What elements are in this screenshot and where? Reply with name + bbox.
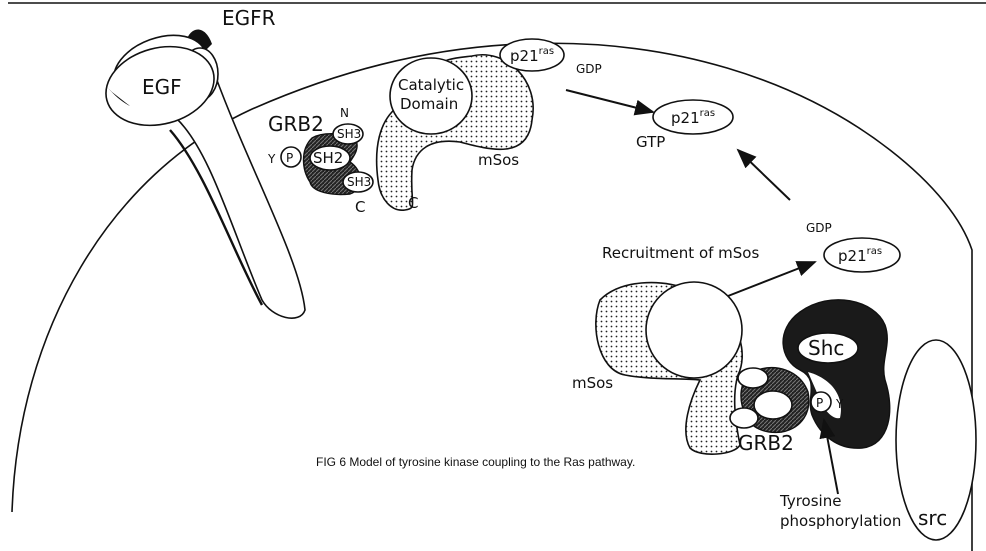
- arrow-gdp-exchange: [738, 150, 790, 200]
- grb2-bottom-sh3-bottom: [730, 408, 758, 428]
- c-terminus-label-2: C: [408, 194, 418, 212]
- n-terminus-label: N: [340, 106, 349, 120]
- egf-label: EGF: [142, 75, 182, 99]
- gdp-right-label: GDP: [806, 221, 832, 235]
- grb2-bottom-sh2: [754, 391, 792, 419]
- shc-label: Shc: [808, 336, 844, 360]
- arrow-gdp-to-gtp: [566, 90, 653, 112]
- tyrosine-phosphorylation-line2: phosphorylation: [780, 512, 901, 530]
- sh3-bottom-label: SH3: [347, 175, 371, 189]
- gdp-top-label: GDP: [576, 62, 602, 76]
- c-terminus-label-1: C: [355, 198, 365, 216]
- grb2-top-label: GRB2: [268, 112, 324, 136]
- tyrosine-bottom-label: Y: [835, 397, 844, 411]
- figure-caption: FIG 6 Model of tyrosine kinase coupling …: [316, 455, 635, 469]
- recruitment-label: Recruitment of mSos: [602, 244, 759, 262]
- msos-top-label: mSos: [478, 151, 519, 169]
- sh3-top-label: SH3: [337, 127, 361, 141]
- shc-body: [783, 300, 890, 448]
- arrow-recruitment: [728, 262, 815, 296]
- msos-bottom-catalytic-domain: [646, 282, 742, 378]
- tyrosine-top-label: Y: [267, 152, 276, 166]
- sh2-label: SH2: [313, 149, 343, 167]
- catalytic-label-line1: Catalytic: [398, 76, 464, 94]
- egfr-label: EGFR: [222, 6, 276, 30]
- src-label: src: [918, 506, 947, 530]
- grb2-bottom-sh3-top: [738, 368, 768, 388]
- msos-bottom-label: mSos: [572, 374, 613, 392]
- phosphate-top-label: P: [286, 151, 293, 165]
- phosphate-bottom-label: P: [816, 396, 823, 410]
- gtp-label: GTP: [636, 133, 665, 151]
- tyrosine-phosphorylation-line1: Tyrosine: [779, 492, 841, 510]
- grb2-bottom-label: GRB2: [738, 431, 794, 455]
- catalytic-label-line2: Domain: [400, 95, 458, 113]
